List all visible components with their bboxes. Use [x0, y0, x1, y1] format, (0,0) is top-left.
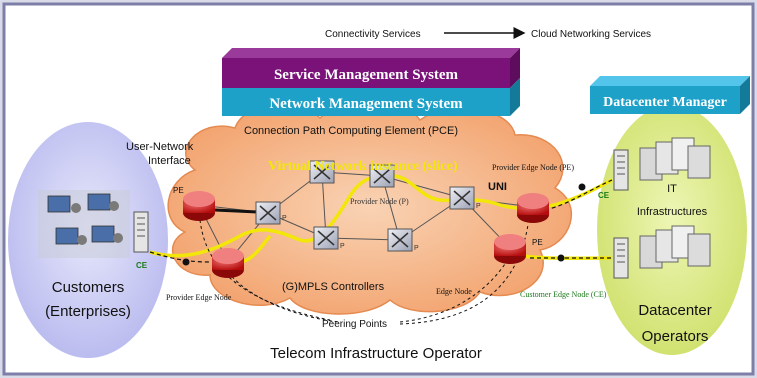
p-mark-2: P — [340, 243, 345, 250]
network-management-system — [222, 78, 520, 116]
it-infra-line2: Infrastructures — [637, 206, 708, 218]
edge-node-label: Edge Node — [436, 287, 472, 296]
pe-link — [214, 208, 259, 214]
customer-workstations-icon — [38, 190, 130, 258]
p-mark-4: P — [476, 203, 481, 210]
provider-edge-node-label: Provider Edge Node — [166, 293, 232, 302]
p-mark-3: P — [414, 245, 419, 252]
pce-label: Connection Path Computing Element (PCE) — [244, 125, 458, 137]
service-management-label: Service Management System — [274, 67, 459, 83]
access-links — [149, 179, 613, 263]
pe-right-label: PE — [532, 238, 543, 247]
customer-edge-node-label: Customer Edge Node (CE) — [520, 290, 607, 299]
ce-left-label: CE — [136, 261, 148, 270]
connection-dots — [182, 183, 586, 266]
telecom-cloud — [167, 101, 573, 315]
customers-line1: Customers — [52, 279, 125, 296]
peering-points-label: Peering Points — [322, 319, 387, 330]
pe-left-label: PE — [173, 186, 184, 195]
p-mark-1: P — [282, 215, 287, 222]
telecom-operator-label: Telecom Infrastructure Operator — [270, 345, 482, 362]
datacenter-operators-line1: Datacenter — [638, 302, 711, 319]
datacenter-servers-icon — [639, 137, 711, 269]
switch-nodes — [255, 160, 475, 252]
datacenter-manager-bar — [590, 76, 750, 114]
uni-right-label: UNI — [488, 181, 507, 193]
uni-left-line2: Interface — [148, 155, 191, 167]
provider-edge-node-pe-label: Provider Edge Node (PE) — [492, 163, 574, 172]
service-management-system — [222, 48, 520, 88]
ce-devices — [133, 149, 629, 279]
network-management-label: Network Management System — [269, 96, 463, 112]
connectivity-services-label: Connectivity Services — [325, 29, 421, 40]
datacenter-operators-line2: Operators — [642, 328, 709, 345]
gmpls-controllers-label: (G)MPLS Controllers — [282, 281, 385, 293]
customers-line2: (Enterprises) — [45, 303, 131, 320]
router-nodes — [183, 191, 549, 278]
vni-label: Virtual Network instance (slice) — [268, 159, 458, 174]
uni-left-line1: User-Network — [126, 141, 194, 153]
it-infra-line1: IT — [667, 183, 677, 195]
datacenter-manager-label: Datacenter Manager — [603, 95, 727, 110]
provider-node-label: Provider Node (P) — [350, 197, 409, 206]
cloud-networking-services-label: Cloud Networking Services — [531, 29, 651, 40]
ce-right-label: CE — [598, 191, 610, 200]
